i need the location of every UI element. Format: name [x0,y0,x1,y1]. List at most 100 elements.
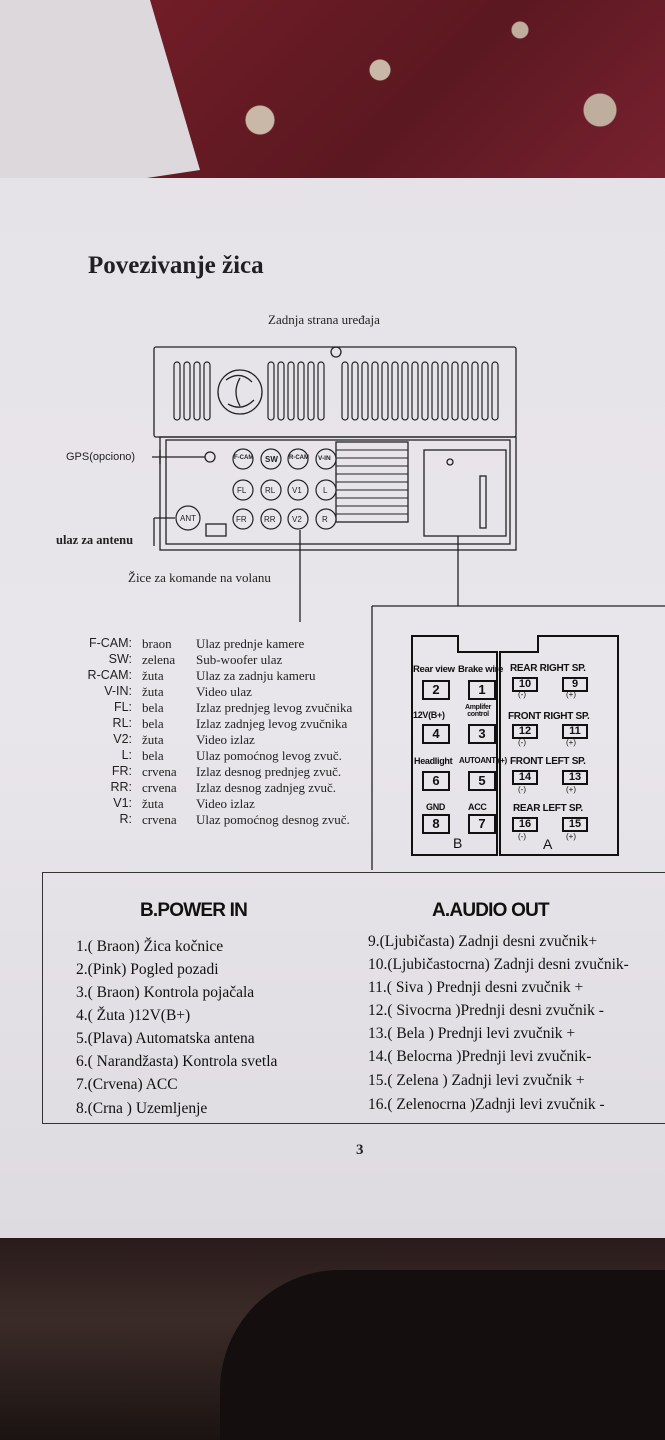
antenna-label: ulaz za antenu [56,533,134,547]
power-in-heading: B.POWER IN [140,900,248,921]
power-in-item: 7.(Crvena) ACC [76,1076,178,1093]
port-label-sw: SW [265,455,278,464]
audio-out-item: 9.(Ljubičasta) Zadnji desni zvučnik+ [368,933,598,950]
wire-desc: Sub-woofer ulaz [196,652,283,667]
wire-code: V-IN: [104,684,132,698]
wire-color: crvena [142,764,177,779]
pin-label-amplifier: Amplifer control [465,704,491,718]
wire-color: bela [142,748,164,763]
power-in-item: 5.(Plava) Automatska antena [76,1030,255,1047]
steering-label: Žice za komande na volanu [128,570,271,585]
port-label-fl: FL [237,486,247,495]
port-rcam [287,448,309,470]
wire-code: RR: [110,780,132,794]
audio-out-item: 11.( Siva ) Prednji desni zvučnik + [368,979,584,996]
pin-10: 10 [512,677,538,692]
wire-color: zelena [142,652,176,667]
port-label-rl: RL [265,486,276,495]
wire-desc: Ulaz pomoćnog levog zvuč. [196,748,342,763]
audio-out-item: 16.( Zelenocrna )Zadnji levi zvučnik - [368,1096,605,1113]
pin-label-brake-wire: Brake wire [458,664,504,675]
wire-color: žuta [142,732,164,747]
pin-label-12v: 12V(B+) [413,710,445,720]
pin-3: 3 [468,724,496,744]
wire-desc: Izlaz desnog prednjeg zvuč. [196,764,342,779]
page-title: Povezivanje žica [88,252,264,279]
port-vin [315,448,337,470]
pin-label-acc: ACC [468,802,487,812]
wire-code: R-CAM: [87,668,132,682]
wire-color: crvena [142,812,177,827]
wire-code: L: [121,748,132,762]
wire-color: bela [142,700,164,715]
port-label-r: R [322,515,328,524]
audio-out-item: 15.( Zelena ) Zadnji levi zvučnik + [368,1072,585,1089]
port-rl [260,479,282,501]
pin-label-front-left: FRONT LEFT SP. [510,756,586,767]
port-label-fr: FR [236,515,247,524]
gps-label: GPS(opciono) [66,451,136,463]
pin-9: 9 [562,677,588,692]
pin-12: 12 [512,724,538,739]
pin-15: 15 [562,817,588,832]
wire-desc: Ulaz za zadnju kameru [196,668,316,683]
wire-code: FR: [111,764,132,778]
pin-label-rear-right: REAR RIGHT SP. [510,663,586,674]
polarity-pos: (+) [566,690,576,699]
port-label-v1: V1 [292,486,302,495]
pin-label-gnd: GND [426,802,446,812]
background-shadow [220,1270,665,1440]
port-label-ant: ANT [180,514,196,523]
port-label-l: L [323,486,328,495]
power-in-item: 2.(Pink) Pogled pozadi [76,961,219,978]
power-in-item: 6.( Narandžasta) Kontrola svetla [76,1053,278,1070]
wire-desc: Video izlaz [196,732,255,747]
polarity-neg: (-) [518,832,526,841]
pin-11: 11 [562,724,588,739]
pin-14: 14 [512,770,538,785]
wire-desc: Ulaz prednje kamere [196,636,305,651]
wire-color: žuta [142,684,164,699]
wire-desc: Video izlaz [196,796,255,811]
audio-out-item: 10.(Ljubičastocrna) Zadnji desni zvučnik… [368,956,629,973]
pin-13: 13 [562,770,588,785]
pin-6: 6 [422,771,450,791]
pin-function-table [42,872,665,1124]
pin-label-autoant: AUTOANT (+) [459,756,507,765]
port-fl [232,479,254,501]
page-number: 3 [356,1142,364,1158]
pin-label-rear-left: REAR LEFT SP. [513,803,583,814]
pin-label-rear-view: Rear view [413,664,455,675]
pin-7: 7 [468,814,496,834]
port-fcam [232,448,254,470]
port-label-rcam: R-CAM [289,455,309,461]
port-sw [260,448,282,470]
pin-2: 2 [422,680,450,700]
wire-desc: Video ulaz [196,684,252,699]
pin-4: 4 [422,724,450,744]
port-fr [232,508,254,530]
audio-out-item: 13.( Bela ) Prednji levi zvučnik + [368,1025,576,1042]
port-label-fcam: F-CAM [234,455,254,461]
polarity-pos: (+) [566,832,576,841]
power-in-item: 4.( Žuta )12V(B+) [76,1007,191,1024]
port-label-rr: RR [264,515,276,524]
pin-1: 1 [468,680,496,700]
polarity-neg: (-) [518,785,526,794]
wire-color: žuta [142,796,164,811]
port-r [315,508,337,530]
power-in-item: 3.( Braon) Kontrola pojačala [76,984,255,1001]
wire-code: R: [119,812,133,826]
polarity-neg: (-) [518,738,526,747]
polarity-neg: (-) [518,690,526,699]
connector-b-letter: B [453,835,463,851]
wire-color: crvena [142,780,177,795]
wire-desc: Izlaz prednjeg levog zvučnika [196,700,353,715]
pin-5: 5 [468,771,496,791]
diagram-subtitle: Zadnja strana uređaja [268,312,380,327]
pin-16: 16 [512,817,538,832]
wire-code: F-CAM: [88,636,132,650]
polarity-pos: (+) [566,785,576,794]
audio-out-item: 14.( Belocrna )Prednji levi zvučnik- [368,1048,592,1065]
